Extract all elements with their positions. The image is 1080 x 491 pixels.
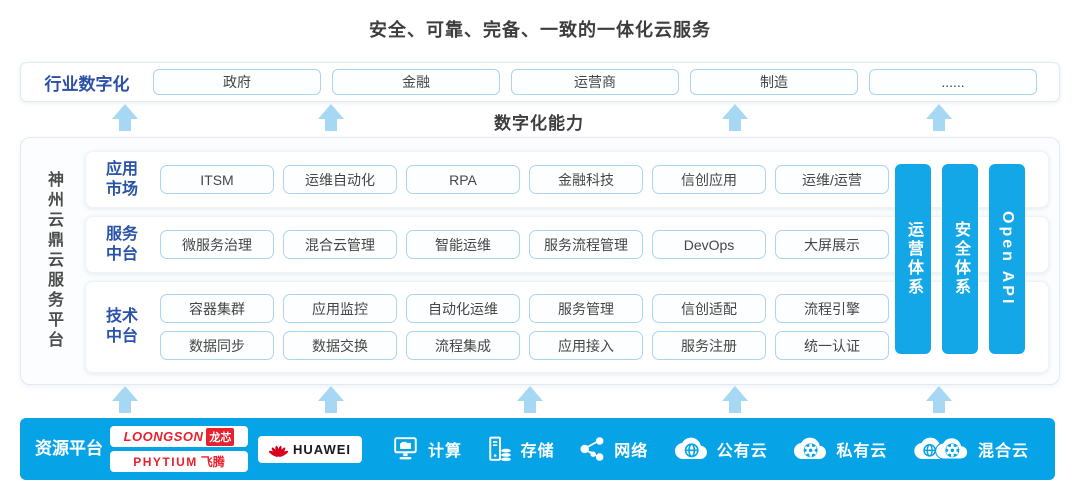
industry-items: 政府 金融 运营商 制造 ...... [153, 69, 1037, 95]
feature-box: RPA [406, 165, 520, 194]
vendor-logos: LOONGSON 龙芯 PHYTIUM 飞腾 [110, 426, 248, 472]
feature-box: 大屏展示 [775, 230, 889, 259]
up-arrow-icon [722, 104, 748, 131]
resource-item-public-cloud: 公有云 [673, 435, 768, 463]
industry-item: 运营商 [511, 69, 679, 95]
feature-box: 服务管理 [529, 294, 643, 323]
up-arrow-icon [926, 386, 952, 413]
storage-icon [487, 436, 513, 462]
resource-bar: 资源平台 LOONGSON 龙芯 PHYTIUM 飞腾 [20, 418, 1055, 480]
industry-item: 金融 [332, 69, 500, 95]
industry-row-label: 行业数字化 [44, 74, 130, 94]
resource-item-compute: 计算 [392, 436, 462, 462]
huawei-flower-icon [269, 441, 288, 458]
section-app-market: 应用市场 ITSM 运维自动化 RPA 金融科技 信创应用 运维/运营 [85, 151, 1049, 208]
feature-box: 容器集群 [160, 294, 274, 323]
feature-box: 运维/运营 [775, 165, 889, 194]
loongson-logo: LOONGSON 龙芯 [110, 426, 248, 447]
section-label: 应用市场 [105, 160, 138, 198]
industry-row: 行业数字化 政府 金融 运营商 制造 ...... [20, 62, 1060, 102]
feature-box: 自动化运维 [406, 294, 520, 323]
capability-label: 数字化能力 [494, 114, 584, 133]
feature-box: 流程集成 [406, 331, 520, 360]
feature-box: 服务注册 [652, 331, 766, 360]
industry-item: 政府 [153, 69, 321, 95]
up-arrow-icon [318, 104, 344, 131]
platform-side-label: 神州云鼎云服务平台 [45, 171, 62, 351]
hybrid-cloud-icon [912, 435, 970, 463]
public-cloud-icon [673, 435, 709, 463]
resource-item-private-cloud: 私有云 [792, 435, 887, 463]
feature-box: 运维自动化 [283, 165, 397, 194]
section-label: 服务中台 [105, 225, 138, 263]
page-title: 安全、可靠、完备、一致的一体化云服务 [369, 20, 711, 40]
feature-box: 数据同步 [160, 331, 274, 360]
up-arrow-icon [112, 104, 138, 131]
feature-box: 数据交换 [283, 331, 397, 360]
resource-items: 计算 存储 [362, 435, 1055, 463]
compute-icon [392, 436, 420, 462]
up-arrow-icon [517, 386, 543, 413]
feature-box: 微服务治理 [160, 230, 274, 259]
up-arrow-icon [318, 386, 344, 413]
feature-box: 统一认证 [775, 331, 889, 360]
feature-box: 智能运维 [406, 230, 520, 259]
feature-box: 混合云管理 [283, 230, 397, 259]
network-icon [579, 436, 606, 462]
up-arrow-icon [926, 104, 952, 131]
phytium-logo: PHYTIUM 飞腾 [110, 451, 248, 472]
pillar-operations: 运营体系 [895, 164, 931, 354]
pillar-security: 安全体系 [942, 164, 978, 354]
resource-item-hybrid-cloud: 混合云 [912, 435, 1029, 463]
pillar-open-api: Open API [989, 164, 1025, 354]
platform-block: 神州云鼎云服务平台 应用市场 ITSM 运维自动化 RPA 金融科技 信创应用 … [20, 137, 1060, 385]
feature-box: 应用监控 [283, 294, 397, 323]
resource-bar-label: 资源平台 [35, 438, 103, 458]
feature-box: 应用接入 [529, 331, 643, 360]
industry-item: ...... [869, 69, 1037, 95]
huawei-logo: HUAWEI [258, 435, 362, 463]
feature-box: 信创应用 [652, 165, 766, 194]
section-tech-platform: 技术中台 容器集群 应用监控 自动化运维 服务管理 信创适配 流程引擎 数据同步… [85, 281, 1049, 373]
resource-item-network: 网络 [579, 436, 648, 462]
up-arrow-icon [112, 386, 138, 413]
feature-box: 金融科技 [529, 165, 643, 194]
feature-box: 流程引擎 [775, 294, 889, 323]
pillars: 运营体系 安全体系 Open API [895, 164, 1025, 354]
private-cloud-icon [792, 435, 828, 463]
up-arrow-icon [722, 386, 748, 413]
industry-item: 制造 [690, 69, 858, 95]
resource-item-storage: 存储 [487, 436, 555, 462]
section-label: 技术中台 [105, 308, 138, 345]
feature-box: 服务流程管理 [529, 230, 643, 259]
feature-box: DevOps [652, 230, 766, 259]
section-service-platform: 服务中台 微服务治理 混合云管理 智能运维 服务流程管理 DevOps 大屏展示 [85, 216, 1049, 273]
feature-box: ITSM [160, 165, 274, 194]
feature-box: 信创适配 [652, 294, 766, 323]
